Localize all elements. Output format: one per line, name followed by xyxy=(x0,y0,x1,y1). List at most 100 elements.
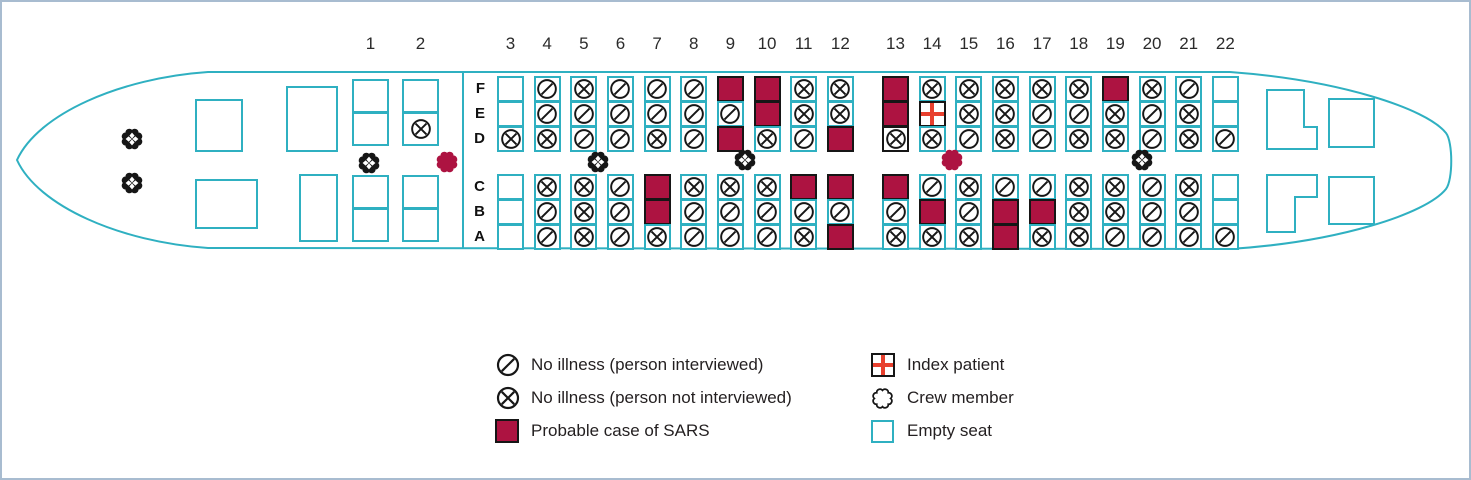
row-number-9: 9 xyxy=(725,34,736,53)
seat-6B xyxy=(606,199,634,225)
seat-4C xyxy=(533,174,561,200)
seat-11E xyxy=(790,101,818,127)
seat-17B xyxy=(1028,199,1056,225)
galley-forward-lower xyxy=(195,179,258,229)
seat-16A xyxy=(991,224,1019,250)
legend-item-empty-seat: Empty seat xyxy=(871,418,1014,444)
seat-8E xyxy=(680,101,708,127)
row-letter-A: A xyxy=(474,228,485,245)
seat-3E xyxy=(497,101,524,127)
seat-20D xyxy=(1138,126,1166,152)
seat-3B xyxy=(497,199,524,225)
seat-4B xyxy=(533,199,561,225)
row-number-18: 18 xyxy=(1069,34,1089,53)
seat-18C xyxy=(1065,174,1093,200)
seat-7D xyxy=(643,126,671,152)
seat-12A xyxy=(826,224,854,250)
seat-12C xyxy=(826,174,854,200)
seat-22B xyxy=(1211,199,1239,225)
seat-17E xyxy=(1028,101,1056,127)
seat-6E xyxy=(606,101,634,127)
seat-9F xyxy=(716,76,744,102)
seat-15C xyxy=(955,174,983,200)
crew-member-black-icon xyxy=(1130,148,1154,172)
seat-14E xyxy=(918,101,946,127)
seat-12F xyxy=(826,76,854,102)
crew-member-black-icon xyxy=(357,151,381,175)
seat-16F xyxy=(991,76,1019,102)
seat-14C xyxy=(918,174,946,200)
seat-18D xyxy=(1065,126,1093,152)
row-number-4: 4 xyxy=(542,34,552,53)
seat-5A xyxy=(570,224,598,250)
seat-9E xyxy=(716,101,744,127)
legend-item-index-patient: Index patient xyxy=(871,352,1014,378)
seat-20F xyxy=(1138,76,1166,102)
legend-label: Probable case of SARS xyxy=(531,421,710,440)
seat-8F xyxy=(680,76,708,102)
row-number-1: 1 xyxy=(365,34,376,53)
crew-member-red-icon xyxy=(940,148,964,172)
crew-member-black-icon xyxy=(586,150,610,174)
seat-7B xyxy=(643,199,671,225)
seat-17C xyxy=(1028,174,1056,200)
seat-2-upper-2 xyxy=(402,112,439,146)
seat-14A xyxy=(918,224,946,250)
seat-21F xyxy=(1175,76,1203,102)
seat-11C xyxy=(790,174,818,200)
seat-8A xyxy=(680,224,708,250)
seat-15E xyxy=(955,101,983,127)
crew-member-black-icon xyxy=(733,148,757,172)
seat-8C xyxy=(680,174,708,200)
row-number-3: 3 xyxy=(505,34,516,53)
seat-14B xyxy=(918,199,946,225)
seat-11B xyxy=(790,199,818,225)
legend-label: Crew member xyxy=(907,388,1014,407)
seat-16D xyxy=(991,126,1019,152)
galley-aft-lower-box xyxy=(1328,176,1375,225)
row-number-2: 2 xyxy=(415,34,426,53)
seat-4F xyxy=(533,76,561,102)
seat-19E xyxy=(1101,101,1129,127)
row-number-15: 15 xyxy=(959,34,979,53)
row-number-21: 21 xyxy=(1179,34,1199,53)
row-number-22: 22 xyxy=(1215,34,1235,53)
galley-forward-upper xyxy=(195,99,243,152)
row-letter-C: C xyxy=(474,178,485,195)
seat-14D xyxy=(918,126,946,152)
row-number-17: 17 xyxy=(1032,34,1052,53)
seat-22C xyxy=(1211,174,1239,200)
seat-4A xyxy=(533,224,561,250)
legend-label: No illness (person not interviewed) xyxy=(531,388,792,407)
seat-15A xyxy=(955,224,983,250)
seat-5E xyxy=(570,101,598,127)
row-number-11: 11 xyxy=(794,34,813,53)
crew-member-black-icon xyxy=(120,127,144,151)
seat-7A xyxy=(643,224,671,250)
empty-seat-icon xyxy=(871,419,901,443)
seat-20A xyxy=(1138,224,1166,250)
seat-6F xyxy=(606,76,634,102)
seat-1-lower-1 xyxy=(352,175,389,209)
row-letter-D: D xyxy=(474,130,485,147)
crew-member-icon xyxy=(871,387,901,410)
seat-17D xyxy=(1028,126,1056,152)
seat-21D xyxy=(1175,126,1203,152)
legend-column-right: Index patient Crew member Empty seat xyxy=(871,352,1014,444)
seat-17F xyxy=(1028,76,1056,102)
row-number-6: 6 xyxy=(615,34,626,53)
seat-11F xyxy=(790,76,818,102)
seat-16B xyxy=(991,199,1019,225)
seat-10A xyxy=(753,224,781,250)
seat-22D xyxy=(1211,126,1239,152)
seat-12E xyxy=(826,101,854,127)
legend-item-no-illness-not-interviewed: No illness (person not interviewed) xyxy=(495,385,792,411)
probable-sars-icon xyxy=(495,419,525,443)
seat-3F xyxy=(497,76,524,102)
legend-item-probable-sars: Probable case of SARS xyxy=(495,418,792,444)
legend-item-crew-member: Crew member xyxy=(871,385,1014,411)
seat-3A xyxy=(497,224,524,250)
seat-20B xyxy=(1138,199,1166,225)
seat-8D xyxy=(680,126,708,152)
